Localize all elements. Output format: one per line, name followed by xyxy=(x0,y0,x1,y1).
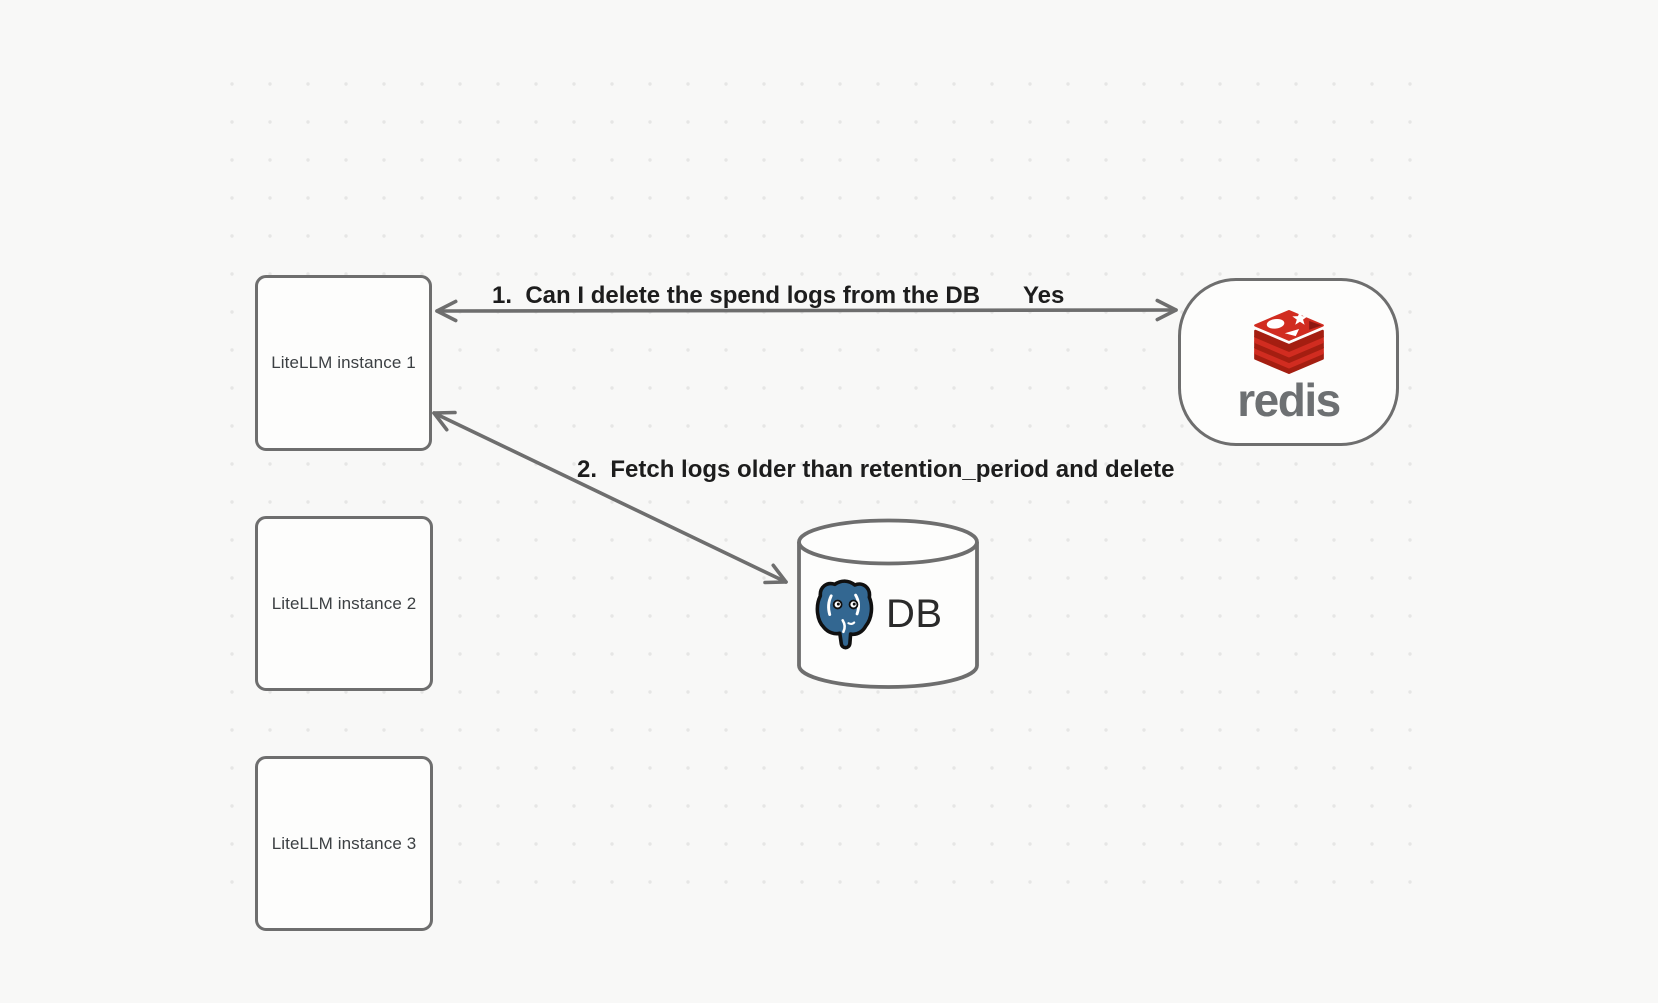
redis-logo-icon xyxy=(1253,309,1324,374)
node-label: LiteLLM instance 2 xyxy=(271,593,417,613)
database-cylinder-icon xyxy=(797,518,979,689)
db-label: DB xyxy=(886,592,943,636)
postgresql-elephant-icon xyxy=(815,579,874,650)
node-litellm-instance-3[interactable]: LiteLLM instance 3 xyxy=(255,756,433,931)
node-label: LiteLLM instance 1 xyxy=(271,353,416,372)
node-database[interactable]: DB xyxy=(795,514,981,691)
redis-wordmark: redis xyxy=(1237,373,1341,426)
node-litellm-instance-1[interactable]: LiteLLM instance 1 xyxy=(255,275,432,451)
node-litellm-instance-2[interactable]: LiteLLM instance 2 xyxy=(255,516,433,691)
edge-label-2: 2. Fetch logs older than retention_perio… xyxy=(577,455,1175,483)
edge-label-yes: Yes xyxy=(1023,281,1065,309)
edge-label-1: 1. Can I delete the spend logs from the … xyxy=(492,281,981,309)
node-redis[interactable]: redis xyxy=(1178,278,1399,446)
node-label: LiteLLM instance 3 xyxy=(271,833,417,853)
